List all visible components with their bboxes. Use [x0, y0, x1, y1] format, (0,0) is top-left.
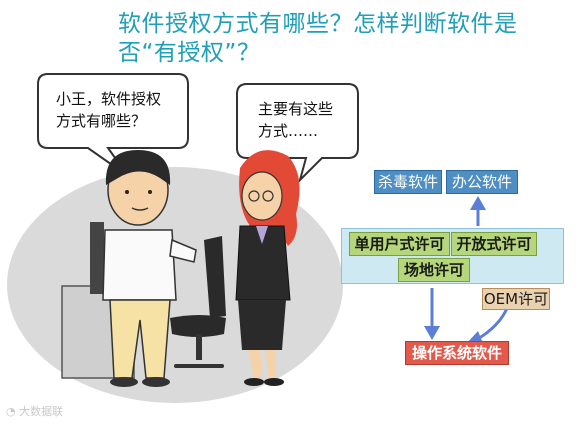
arrow-down-icon [424, 326, 440, 340]
box-site-license: 场地许可 [398, 258, 470, 282]
bubble-left-text: 小王，软件授权 方式有哪些？ [56, 88, 161, 132]
man-figure [102, 150, 197, 387]
box-single-user-license: 单用户式许可 [349, 232, 450, 256]
bubble-right-text: 主要有这些 方式…… [258, 98, 333, 142]
box-os-software: 操作系统软件 [405, 341, 509, 365]
watermark-icon: ◔ [6, 405, 16, 418]
speech-bubble-left [37, 73, 189, 177]
box-oem-license: OEM许可 [482, 288, 550, 310]
bubble-left-line-1: 小王，软件授权 [56, 90, 162, 108]
box-open-license: 开放式许可 [451, 232, 537, 256]
bubble-right-line-1: 主要有这些 [258, 100, 334, 118]
woman-figure [235, 150, 300, 386]
monitor-stand [90, 222, 104, 294]
bubble-left-line-2: 方式有哪些？ [56, 112, 147, 130]
arrow-up-icon [470, 196, 486, 210]
page-title: 软件授权方式有哪些？怎样判断软件是否“有授权”？ [118, 11, 518, 66]
watermark: ◔ 大数据联 [6, 403, 63, 419]
box-office-software: 办公软件 [446, 170, 518, 194]
box-antivirus-software: 杀毒软件 [374, 170, 442, 194]
office-chair [170, 236, 226, 368]
bubble-right-line-2: 方式…… [258, 122, 319, 140]
watermark-text: 大数据联 [19, 405, 64, 418]
